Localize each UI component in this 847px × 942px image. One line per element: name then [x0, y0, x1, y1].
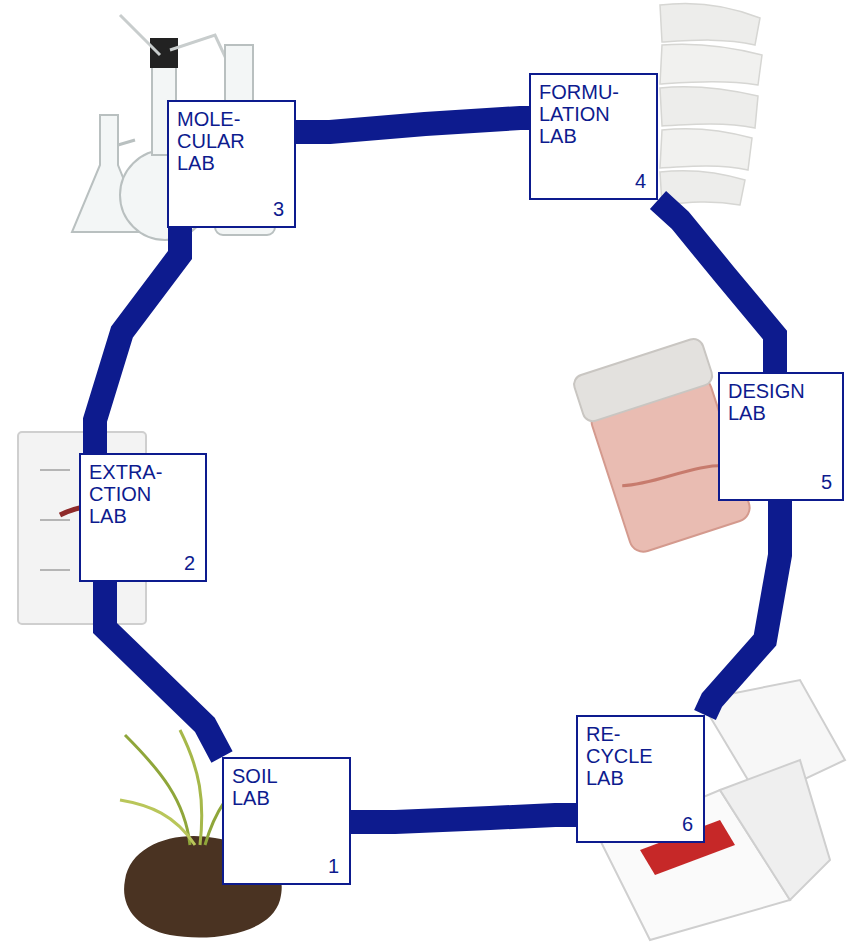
lab-name: DESIGN LAB	[728, 380, 805, 424]
flow-bar	[95, 228, 180, 453]
lab-name: SOIL LAB	[232, 765, 277, 809]
lab-box: RE- CYCLE LAB 6	[576, 715, 705, 843]
cream-swatch-illustration	[660, 3, 762, 205]
step-number: 3	[273, 198, 284, 220]
lab-name: MOLE- CULAR LAB	[177, 108, 245, 174]
step-number: 4	[635, 170, 646, 192]
flow-bar	[705, 501, 780, 715]
lab-name: EXTRA- CTION LAB	[89, 461, 162, 527]
flow-bar	[658, 200, 775, 372]
lab-box: DESIGN LAB 5	[718, 372, 844, 501]
step-number: 6	[682, 813, 693, 835]
flow-bar	[351, 815, 576, 822]
step-number: 2	[184, 552, 195, 574]
step-number: 5	[821, 471, 832, 493]
lab-box: FORMU- LATION LAB 4	[529, 73, 658, 200]
lab-box: MOLE- CULAR LAB 3	[167, 100, 296, 228]
lab-name: FORMU- LATION LAB	[539, 81, 619, 147]
lab-name: RE- CYCLE LAB	[586, 723, 653, 789]
lab-box: EXTRA- CTION LAB 2	[79, 453, 207, 582]
flow-bar	[105, 582, 222, 757]
flow-bar	[296, 118, 529, 132]
lab-box: SOIL LAB 1	[222, 757, 351, 885]
step-number: 1	[328, 855, 339, 877]
